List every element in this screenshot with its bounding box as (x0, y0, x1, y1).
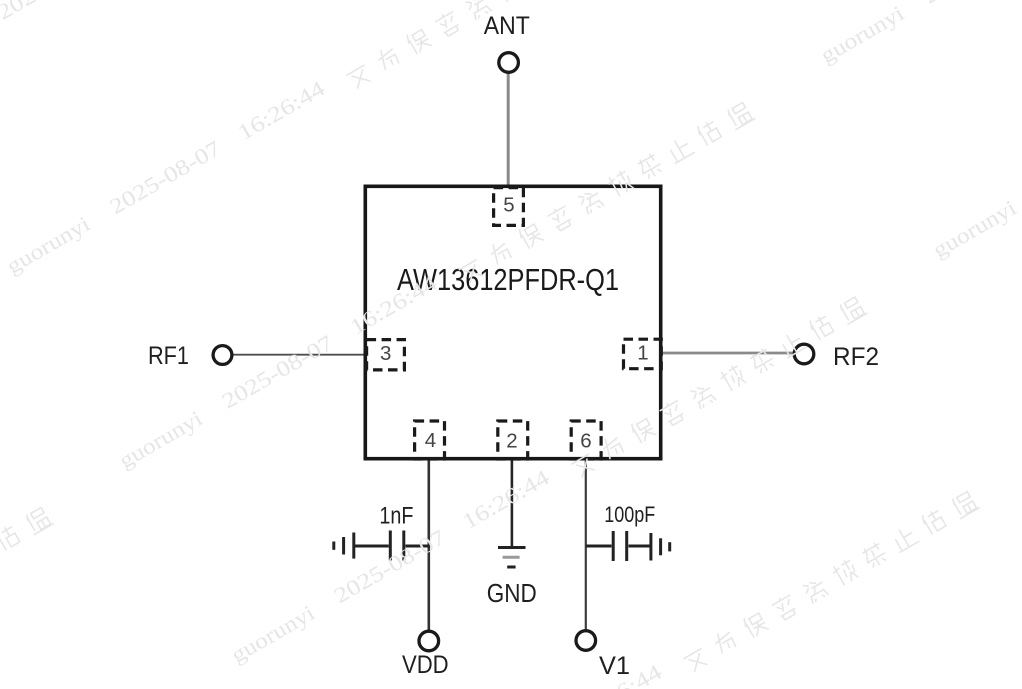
svg-text:4: 4 (425, 429, 436, 452)
svg-text:ANT: ANT (484, 12, 530, 40)
svg-text:3: 3 (380, 342, 391, 365)
svg-text:5: 5 (503, 194, 514, 217)
svg-text:2: 2 (506, 430, 517, 453)
svg-text:6: 6 (580, 430, 591, 453)
svg-text:RF1: RF1 (148, 342, 189, 370)
svg-text:RF2: RF2 (833, 343, 879, 371)
svg-text:1nF: 1nF (379, 503, 413, 530)
svg-text:100pF: 100pF (604, 502, 655, 527)
svg-text:1: 1 (637, 342, 648, 365)
svg-text:VDD: VDD (402, 651, 449, 679)
svg-text:GND: GND (487, 578, 537, 608)
